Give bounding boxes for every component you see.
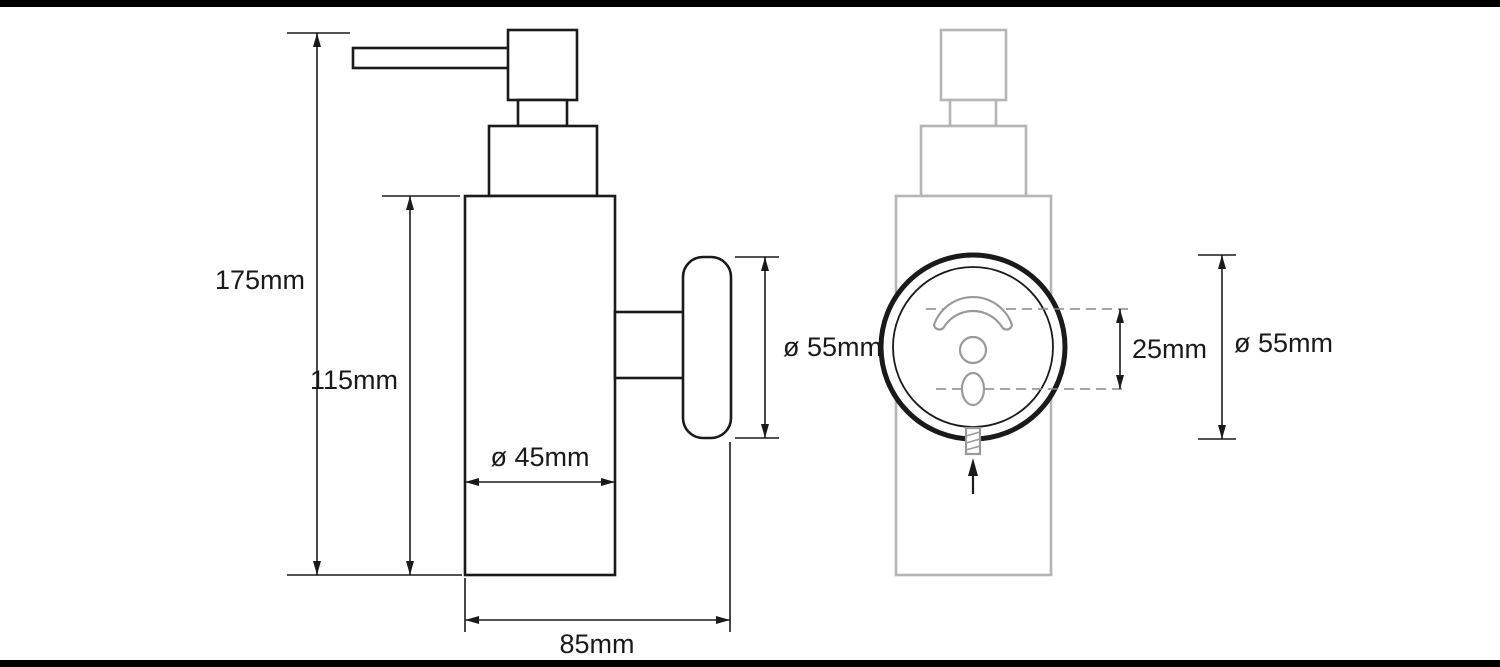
pump-head [506, 28, 579, 102]
arrow-up-icon [1218, 255, 1226, 269]
arrow-down-icon [406, 561, 414, 575]
arrow-up-icon [1116, 309, 1124, 323]
dimension-overall-depth-label: 85mm [559, 629, 634, 659]
arrow-up-icon [761, 257, 769, 271]
front-pump-stem [948, 98, 998, 128]
arrow-down-icon [313, 561, 321, 575]
front-pump-collar [919, 124, 1028, 198]
arrow-left-icon [465, 616, 479, 624]
keyhole-arc-slot [932, 295, 1014, 331]
screw-thread-hatch [965, 438, 981, 444]
pump-stem [516, 98, 569, 128]
dimension-body-height: 115mm [310, 195, 460, 575]
arrow-up-icon [968, 458, 978, 476]
dimension-hole-spacing-label: 25mm [1132, 334, 1207, 364]
arrow-down-icon [1116, 375, 1124, 389]
arrow-down-icon [761, 424, 769, 438]
front-view [878, 28, 1128, 577]
dimension-hole-spacing: 25mm [1116, 309, 1207, 389]
arrow-left-icon [465, 478, 479, 486]
mounting-screw [964, 426, 982, 494]
dimension-body-height-label: 115mm [310, 365, 398, 395]
dimension-flange-diameter-side: ø 55mm [735, 256, 882, 439]
pump-spout [351, 46, 512, 70]
dimension-flange-diameter-front-label: ø 55mm [1234, 328, 1333, 358]
dimension-flange-diameter-side-label: ø 55mm [783, 332, 882, 362]
front-pump-head [939, 28, 1008, 102]
dimension-body-diameter-label: ø 45mm [490, 442, 589, 472]
dimension-overall-height: 175mm [215, 32, 462, 576]
arrow-down-icon [1218, 425, 1226, 439]
arrow-up-icon [313, 33, 321, 47]
side-view [351, 28, 733, 577]
screw-thread-hatch [965, 431, 981, 437]
arrow-right-icon [716, 616, 730, 624]
bottom-border-bar [0, 660, 1500, 667]
arrow-right-icon [601, 478, 615, 486]
top-border-bar [0, 0, 1500, 7]
bottle-body [463, 194, 617, 577]
lower-mounting-slot [960, 371, 986, 407]
pump-collar [487, 124, 599, 198]
screw-thread-hatch [965, 445, 981, 451]
dimension-body-diameter: ø 45mm [465, 442, 615, 486]
dimension-overall-height-label: 175mm [215, 265, 305, 295]
wall-mount-flange-side [681, 255, 733, 440]
center-screw-hole [958, 335, 988, 365]
dimension-overall-depth: 85mm [464, 442, 731, 659]
arrow-up-icon [406, 196, 414, 210]
wall-mount-arm [613, 310, 687, 380]
dimension-flange-diameter-front: ø 55mm [1198, 254, 1333, 440]
